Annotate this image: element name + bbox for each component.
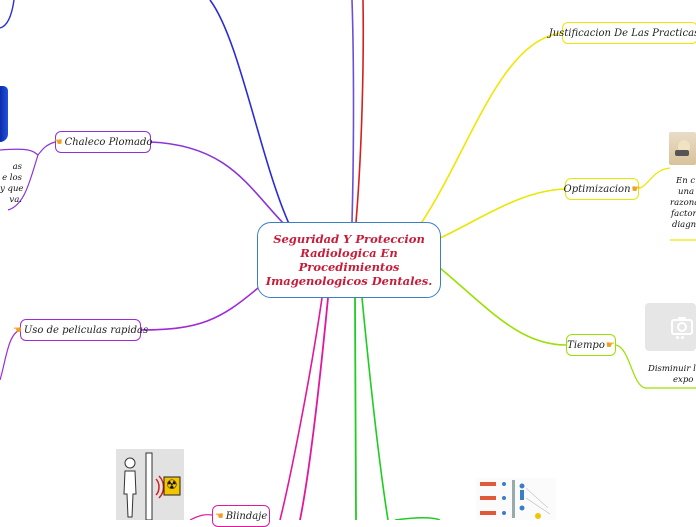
node-optimizacion-label: Optimizacion — [564, 184, 631, 195]
hand-pointer-icon: ☚ — [54, 137, 63, 148]
node-chaleco-plomado[interactable]: ☚ Chaleco Plomado — [55, 131, 151, 153]
connector-blindaje-sub — [190, 515, 212, 520]
connector-top-blue — [352, 0, 354, 222]
connector-peliculas-sub — [0, 330, 20, 380]
hand-pointer-icon: ☛ — [606, 340, 615, 351]
connector-justificacion — [420, 33, 562, 225]
node-chaleco-label: Chaleco Plomado — [65, 137, 153, 148]
opt-l3: razona — [670, 198, 696, 209]
bottom-infographic-image — [476, 478, 556, 520]
tiempo-note-line-1: Disminuir l — [648, 364, 696, 375]
chaleco-note: as e los y que va. — [0, 162, 22, 206]
connector-tiempo — [440, 268, 566, 345]
central-title-line-1: Seguridad Y Proteccion — [264, 232, 434, 246]
infographic-drawing — [476, 478, 556, 520]
chaleco-note-line-1: as — [0, 162, 22, 173]
optimizacion-note-text: En c una razona factore diagno — [670, 176, 696, 231]
node-justificacion-label: Justificacion De Las Practicas. — [549, 28, 696, 39]
connector-bottom-green-2 — [362, 298, 388, 520]
node-tiempo[interactable]: Tiempo ☛ — [566, 334, 616, 356]
hand-pointer-icon: ☛ — [632, 184, 641, 195]
connector-chaleco-sub2 — [0, 149, 38, 155]
hand-pointer-icon: ☚ — [13, 325, 22, 336]
connector-optimizacion-sub — [638, 168, 670, 189]
central-topic[interactable]: Seguridad Y Proteccion Radiologica En Pr… — [257, 222, 441, 298]
node-tiempo-label: Tiempo — [567, 340, 605, 351]
node-justificacion[interactable]: Justificacion De Las Practicas. ☛ — [562, 22, 696, 44]
tiempo-image-placeholder — [645, 303, 696, 351]
opt-l2: una — [670, 187, 696, 198]
connector-peliculas — [140, 288, 258, 330]
connector-top-left-blue — [210, 0, 290, 226]
connector-far-left-blue — [0, 0, 14, 28]
connector-bottom-green-1 — [355, 298, 356, 520]
camera-icon — [670, 316, 694, 336]
chaleco-note-line-4: va. — [0, 195, 22, 206]
tiempo-note: Disminuir l expo — [648, 364, 696, 386]
connector-optimizacion — [436, 189, 566, 240]
connector-tiempo-sub — [616, 345, 645, 388]
radiation-icon: ☢ — [166, 478, 178, 494]
blindaje-image: ☢ — [116, 449, 184, 520]
chaleco-note-line-3: y que — [0, 184, 22, 195]
opt-l4: factore — [670, 209, 696, 220]
node-optimizacion[interactable]: Optimizacion ☛ — [565, 178, 639, 200]
opt-l5: diagno — [670, 220, 696, 231]
central-title-line-3: Imagenologicos Dentales. — [264, 274, 434, 288]
node-peliculas-label: Uso de peliculas rapidas — [24, 325, 148, 336]
central-title-line-2: Radiologica En Procedimientos — [264, 246, 434, 274]
chaleco-note-line-2: e los — [0, 173, 22, 184]
tiempo-note-line-2: expo — [648, 375, 696, 386]
connector-top-red — [356, 0, 363, 222]
connector-blindaje — [300, 298, 328, 520]
node-blindaje[interactable]: ☚ Blindaje — [212, 505, 270, 527]
chaleco-image — [0, 86, 8, 142]
node-peliculas-rapidas[interactable]: ☚ Uso de peliculas rapidas — [20, 319, 141, 341]
opt-l1: En c — [670, 176, 696, 187]
optimizacion-image — [669, 132, 696, 165]
